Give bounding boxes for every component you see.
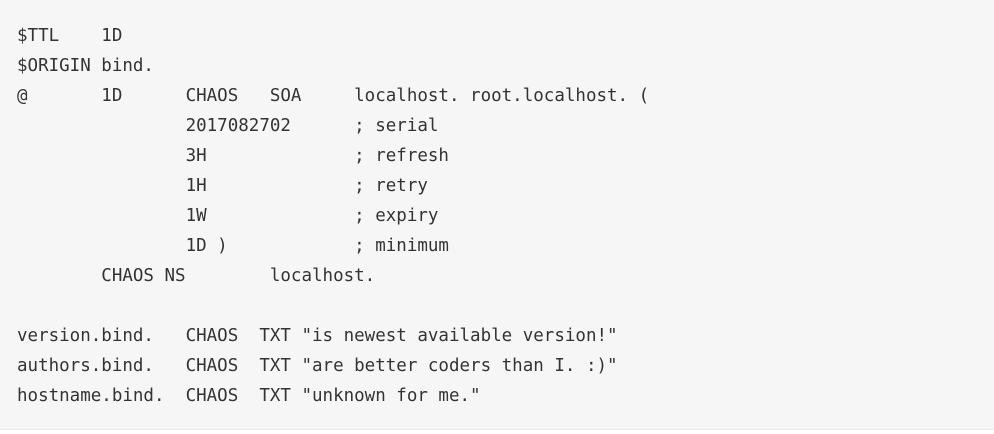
code-line-ns: CHAOS NS localhost. [17,266,376,286]
code-line-serial: 2017082702 ; serial [17,116,439,136]
code-line-blank [17,291,994,321]
code-line-origin: $ORIGIN bind. [17,56,154,76]
code-line-expiry: 1W ; expiry [17,206,439,226]
code-line-ttl: $TTL 1D [17,26,123,46]
code-line-hostname-txt: hostname.bind. CHAOS TXT "unknown for me… [17,386,481,406]
code-line-soa: @ 1D CHAOS SOA localhost. root.localhost… [17,86,650,106]
code-line-retry: 1H ; retry [17,176,428,196]
code-line-version-txt: version.bind. CHAOS TXT "is newest avail… [17,326,618,346]
code-line-refresh: 3H ; refresh [17,146,449,166]
code-line-minimum: 1D ) ; minimum [17,236,449,256]
code-line-authors-txt: authors.bind. CHAOS TXT "are better code… [17,356,618,376]
